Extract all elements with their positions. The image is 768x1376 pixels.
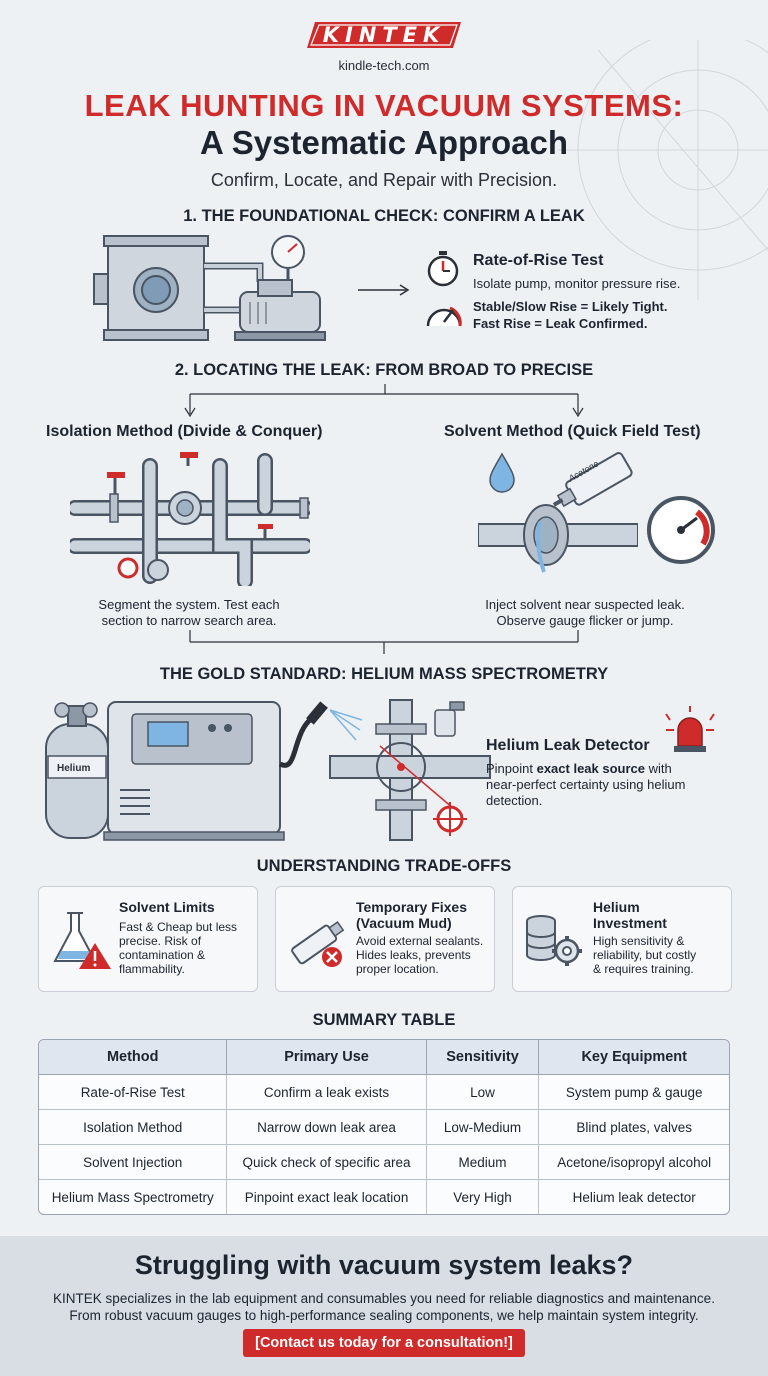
solvent-desc-line2: Observe gauge flicker or jump. (496, 613, 674, 628)
rate-of-rise-desc: Isolate pump, monitor pressure rise. (473, 276, 681, 291)
flask-warning-icon (53, 912, 111, 969)
tradeoff-title: Helium (593, 899, 640, 915)
alarm-light-icon (665, 706, 715, 752)
tradeoff-body-line: reliability, but costly (593, 948, 697, 962)
column-header: Key Equipment (539, 1040, 729, 1075)
table-header-row: Method Primary Use Sensitivity Key Equip… (39, 1040, 729, 1075)
table-cell: Low (426, 1075, 540, 1110)
tradeoff-card-helium-investment: Helium Investment High sensitivity & rel… (512, 886, 732, 992)
branch-connector (184, 384, 584, 418)
table-cell: Helium leak detector (572, 1189, 696, 1205)
solvent-method-title: Solvent Method (Quick Field Test) (444, 423, 701, 440)
table-cell: Solvent Injection (39, 1145, 228, 1180)
website-link[interactable]: kindle-tech.com (338, 58, 430, 73)
table-cell: Helium Mass Spectrometry (39, 1180, 228, 1214)
contact-button[interactable]: [Contact us today for a consultation!] (243, 1329, 525, 1357)
pipe-network-illustration (70, 452, 310, 586)
tradeoff-card-solvent: Solvent Limits Fast & Cheap but less pre… (38, 886, 258, 992)
tradeoff-body-line: flammability. (119, 962, 185, 976)
tradeoff-body-line: High sensitivity & (593, 934, 685, 948)
sealant-tube-icon (291, 920, 345, 967)
tradeoff-title-line2: Investment (593, 915, 667, 931)
cta-title: Struggling with vacuum system leaks? (134, 1250, 634, 1280)
solvent-injection-illustration (478, 452, 638, 573)
section1-heading: 1. THE FOUNDATIONAL CHECK: CONFIRM A LEA… (183, 207, 585, 225)
tradeoff-body-line: precise. Risk of (119, 934, 202, 948)
table-cell: Quick check of specific area (227, 1145, 427, 1180)
table-cell: Pinpoint exact leak location (227, 1180, 427, 1214)
summary-heading: SUMMARY TABLE (312, 1011, 456, 1029)
isolation-desc-line2: section to narrow search area. (101, 613, 277, 628)
table-row: Solvent Injection Quick check of specifi… (39, 1145, 729, 1180)
cta-body-line1: KINTEK specializes in the lab equipment … (53, 1291, 715, 1306)
table-cell: Isolation Method (39, 1110, 228, 1145)
isolation-method-title: Isolation Method (Divide & Conquer) (46, 423, 323, 440)
section2-heading: 2. LOCATING THE LEAK: FROM BROAD TO PREC… (174, 361, 594, 379)
coins-gear-icon (526, 915, 582, 966)
logo-badge (307, 22, 461, 48)
column-header: Method (39, 1040, 228, 1075)
helium-desc-line2: near-perfect certainty using helium (486, 777, 686, 792)
cta-body-line2: From robust vacuum gauges to high-perfor… (69, 1308, 699, 1323)
table-cell: Rate-of-Rise Test (39, 1075, 228, 1110)
column-header: Primary Use (227, 1040, 427, 1075)
section3-heading: THE GOLD STANDARD: HELIUM MASS SPECTROME… (159, 665, 609, 683)
tradeoff-body-line: contamination & (119, 948, 206, 962)
table-row: Rate-of-Rise Test Confirm a leak exists … (39, 1075, 729, 1110)
result-fast-rise: Fast Rise = Leak Confirmed. (473, 316, 648, 331)
helium-desc-prefix: Pinpoint (486, 761, 537, 776)
page-subtitle: Confirm, Locate, and Repair with Precisi… (210, 170, 558, 190)
tradeoff-card-temporary-fixes: Temporary Fixes (Vacuum Mud) Avoid exter… (275, 886, 495, 992)
table-row: Isolation Method Narrow down leak area L… (39, 1110, 729, 1145)
page-title-line2: A Systematic Approach (200, 124, 568, 161)
helium-detector-title: Helium Leak Detector (486, 737, 650, 754)
rate-of-rise-title: Rate-of-Rise Test (473, 252, 604, 269)
summary-table: Method Primary Use Sensitivity Key Equip… (38, 1039, 730, 1215)
tradeoff-title: Solvent Limits (119, 899, 215, 915)
pressure-gauge-dial-icon (647, 496, 715, 564)
tradeoff-body-line: & requires training. (593, 962, 694, 976)
table-cell: Acetone/isopropyl alcohol (539, 1145, 729, 1180)
table-row: Helium Mass Spectrometry Pinpoint exact … (39, 1180, 729, 1214)
helium-cylinder-label: Helium (57, 763, 91, 774)
table-cell: Medium (426, 1145, 540, 1180)
helium-desc-bold: exact leak source (536, 761, 645, 776)
helium-desc-suffix: with (645, 761, 672, 776)
brand-logo: KINTEK (305, 20, 463, 50)
isolation-desc-line1: Segment the system. Test each (98, 597, 280, 612)
solvent-desc-line1: Inject solvent near suspected leak. (485, 597, 685, 612)
helium-desc-line3: detection. (486, 793, 543, 808)
table-cell: System pump & gauge (539, 1075, 729, 1110)
arrow-right-icon (358, 284, 410, 296)
column-header: Sensitivity (426, 1040, 540, 1075)
tradeoff-body-line: Avoid external sealants. (356, 934, 484, 948)
table-cell: Narrow down leak area (227, 1110, 427, 1145)
stopwatch-icon (427, 251, 459, 287)
merge-connector (189, 630, 579, 654)
table-cell: Confirm a leak exists (227, 1075, 427, 1110)
result-slow-rise: Stable/Slow Rise = Likely Tight. (473, 299, 668, 314)
tradeoff-body-line: Hides leaks, prevents (356, 948, 471, 962)
tradeoff-title: Temporary Fixes (356, 899, 468, 915)
background-blueprint (558, 40, 768, 300)
helium-desc-line1: Pinpoint exact leak source with (486, 760, 672, 777)
table-cell: Very High (427, 1180, 540, 1214)
vacuum-chamber-pump-illustration (93, 235, 326, 341)
table-cell: Blind plates, valves (539, 1110, 729, 1145)
table-cell: Low-Medium (426, 1110, 540, 1145)
page-title: LEAK HUNTING IN VACUUM SYSTEMS: (84, 88, 684, 123)
tradeoff-body-line: Fast & Cheap but less (119, 920, 238, 934)
tradeoff-body-line: proper location. (356, 962, 439, 976)
tradeoff-title-line2: (Vacuum Mud) (356, 915, 452, 931)
logo-text: KINTEK (322, 23, 446, 47)
tradeoffs-heading: UNDERSTANDING TRADE-OFFS (256, 857, 512, 875)
helium-detector-illustration (45, 699, 491, 841)
pressure-gauge-icon (426, 306, 462, 327)
